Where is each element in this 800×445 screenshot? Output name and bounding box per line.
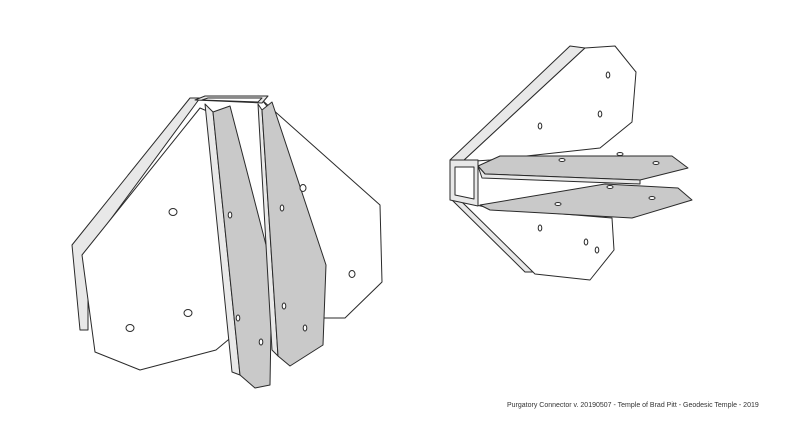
bolt-hole (616, 152, 624, 156)
upper-fin-edge (477, 165, 641, 185)
bolt-hole (302, 324, 308, 332)
bolt-hole (554, 202, 562, 206)
top-plate (461, 45, 637, 163)
front-left-plate (81, 107, 241, 371)
bolt-hole (594, 246, 600, 254)
bolt-hole (537, 224, 543, 232)
bolt-hole (168, 208, 178, 216)
left-fin (212, 105, 273, 389)
bolt-hole (299, 184, 307, 192)
bolt-hole (652, 161, 660, 165)
bolt-hole (279, 204, 285, 212)
bolt-hole (597, 110, 603, 118)
tube-opening (454, 166, 475, 200)
bolt-hole (281, 302, 287, 310)
bolt-hole (648, 196, 656, 200)
bolt-hole (583, 238, 589, 246)
bolt-hole (605, 71, 611, 79)
tube-opening (201, 97, 263, 103)
bolt-hole (537, 122, 543, 130)
connector-view-side (449, 45, 693, 281)
bolt-hole (227, 211, 233, 219)
bolt-hole (348, 270, 356, 278)
bolt-hole (606, 185, 614, 189)
lower-fin (479, 183, 693, 219)
bolt-hole (258, 338, 264, 346)
drawing-caption: Purgatory Connector v. 20190507 - Temple… (507, 402, 759, 409)
bolt-hole (125, 324, 135, 332)
bolt-hole (235, 314, 241, 322)
bolt-hole (183, 309, 193, 317)
connector-view-perspective (71, 95, 383, 389)
bolt-hole (558, 158, 566, 162)
right-fin (261, 101, 327, 367)
